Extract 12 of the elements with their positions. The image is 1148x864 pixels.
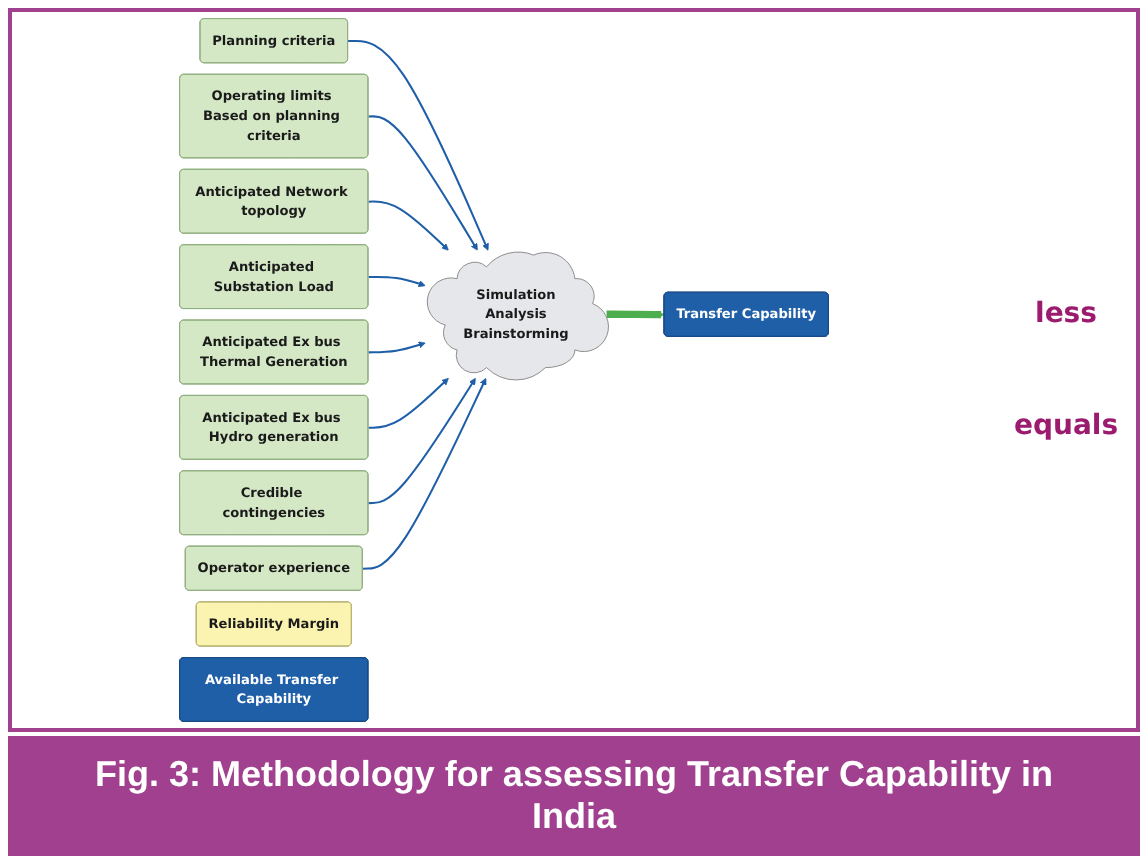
arrow [368, 341, 426, 354]
arrow [368, 115, 478, 251]
arrow [368, 377, 449, 429]
connective-word: less [1035, 298, 1097, 330]
caption: Fig. 3: Methodology for assessing Transfer Capability in India [8, 736, 1140, 856]
arrow [368, 275, 426, 288]
arrow [348, 40, 489, 251]
arrow [368, 377, 476, 505]
arrow [606, 310, 665, 319]
arrow [368, 200, 449, 251]
connective-word: equals [1013, 410, 1119, 442]
arrow [362, 377, 487, 570]
